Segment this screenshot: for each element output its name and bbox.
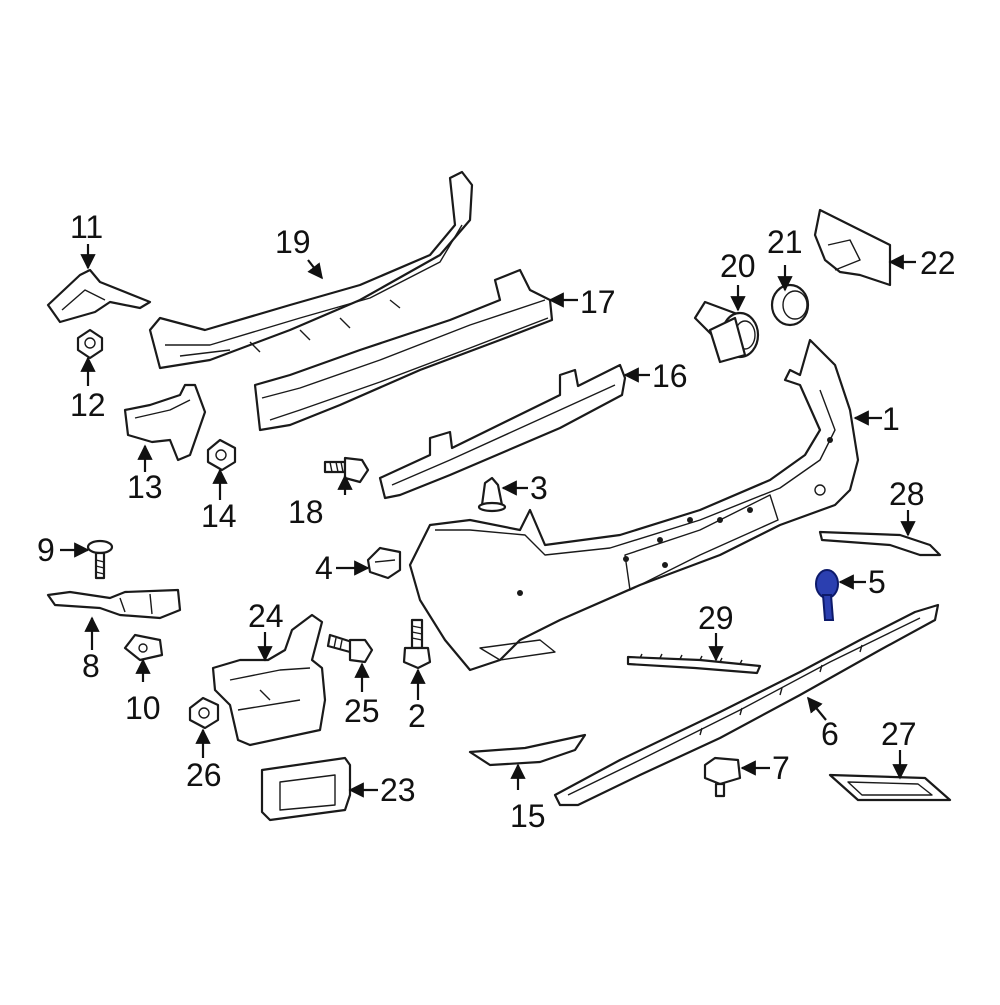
callout-5: 5 — [868, 564, 886, 600]
callout-14: 14 — [201, 498, 237, 534]
leader-lines — [60, 244, 916, 798]
part-2-bolt[interactable] — [402, 618, 432, 670]
callout-24: 24 — [248, 598, 284, 634]
part-1-bumper-cover[interactable] — [408, 338, 860, 672]
callout-9: 9 — [37, 532, 55, 568]
part-29-trim[interactable] — [626, 653, 762, 675]
part-3-clip[interactable] — [477, 476, 507, 513]
part-26-nut[interactable] — [188, 696, 220, 730]
part-10-clip[interactable] — [123, 633, 164, 662]
callout-16: 16 — [652, 358, 688, 394]
callout-7: 7 — [772, 750, 790, 786]
part-4-clip[interactable] — [366, 546, 402, 580]
callout-23: 23 — [380, 772, 416, 808]
callout-20: 20 — [720, 248, 756, 284]
callout-labels: 1 2 3 4 5 6 7 8 9 10 11 12 13 14 15 16 1… — [37, 209, 956, 834]
callout-6: 6 — [821, 716, 839, 752]
part-22-bracket[interactable] — [813, 208, 892, 287]
part-8-bracket[interactable] — [46, 588, 182, 620]
part-25-bolt[interactable] — [326, 633, 374, 664]
callout-15: 15 — [510, 798, 546, 834]
callout-19: 19 — [275, 224, 311, 260]
callout-4: 4 — [315, 550, 333, 586]
callout-10: 10 — [125, 690, 161, 726]
part-17-reinforcement[interactable] — [253, 268, 554, 432]
callout-26: 26 — [186, 757, 222, 793]
callout-21: 21 — [767, 224, 803, 260]
callout-12: 12 — [70, 387, 106, 423]
part-24-bracket[interactable] — [211, 613, 327, 747]
part-21-sensor-ring[interactable] — [770, 283, 810, 327]
part-6-diffuser[interactable] — [553, 603, 940, 807]
part-9-bolt[interactable] — [86, 539, 114, 580]
part-11-bracket[interactable] — [46, 268, 152, 324]
callout-22: 22 — [920, 245, 956, 281]
callout-3: 3 — [530, 470, 548, 506]
callout-1: 1 — [882, 401, 900, 437]
part-14-nut[interactable] — [206, 438, 237, 472]
part-27-reflector[interactable] — [828, 773, 952, 802]
part-18-bolt[interactable] — [323, 456, 370, 484]
callout-18: 18 — [288, 494, 324, 530]
part-15-trim[interactable] — [468, 733, 587, 767]
callout-8: 8 — [82, 648, 100, 684]
callout-28: 28 — [889, 476, 925, 512]
callout-17: 17 — [580, 284, 616, 320]
part-16-lower-reinforcement[interactable] — [378, 363, 627, 500]
part-12-nut[interactable] — [76, 328, 104, 360]
callout-11: 11 — [70, 209, 103, 245]
part-28-trim[interactable] — [818, 530, 942, 557]
part-23-module[interactable] — [260, 756, 352, 822]
callout-27: 27 — [881, 716, 917, 752]
part-5-plug-highlighted[interactable] — [815, 569, 839, 621]
callout-29: 29 — [698, 600, 734, 636]
part-13-bracket[interactable] — [123, 383, 207, 462]
callout-2: 2 — [408, 698, 426, 734]
callout-25: 25 — [344, 693, 380, 729]
part-19-absorber[interactable] — [148, 170, 474, 370]
part-7-clip[interactable] — [703, 756, 742, 798]
callout-13: 13 — [127, 469, 163, 505]
part-20-sensor[interactable] — [693, 300, 760, 364]
